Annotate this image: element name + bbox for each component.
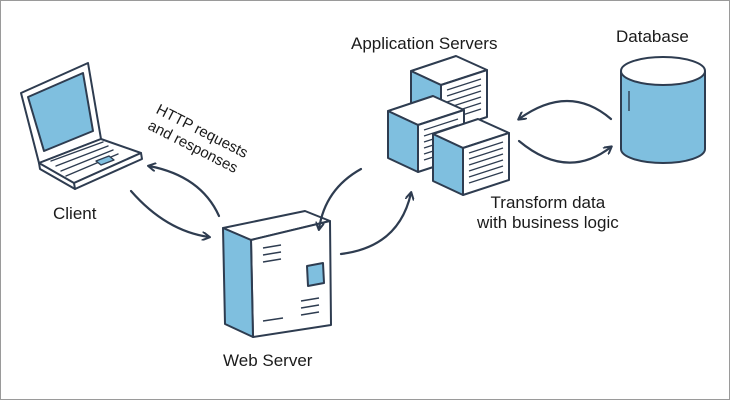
web-server-label: Web Server [223, 351, 313, 370]
client-label: Client [53, 204, 97, 223]
arrow-appservers-to-database [517, 139, 611, 164]
arrow-database-to-appservers [519, 100, 613, 119]
database-label: Database [616, 27, 689, 46]
web-server-icon [222, 210, 332, 338]
laptop-icon [20, 62, 143, 190]
app-servers-icon [387, 55, 510, 196]
database-icon [620, 56, 706, 164]
transform-annotation-line2: with business logic [477, 212, 619, 232]
arrow-appservers-to-webserver [319, 167, 363, 229]
arrow-client-to-webserver [129, 189, 209, 237]
app-servers-label: Application Servers [351, 34, 498, 53]
arrow-webserver-to-client [149, 166, 221, 218]
transform-annotation: Transform data with business logic [477, 193, 619, 232]
arrow-webserver-to-appservers [339, 193, 411, 256]
app-server-cube-right [432, 118, 510, 196]
transform-annotation-line1: Transform data [490, 193, 606, 212]
